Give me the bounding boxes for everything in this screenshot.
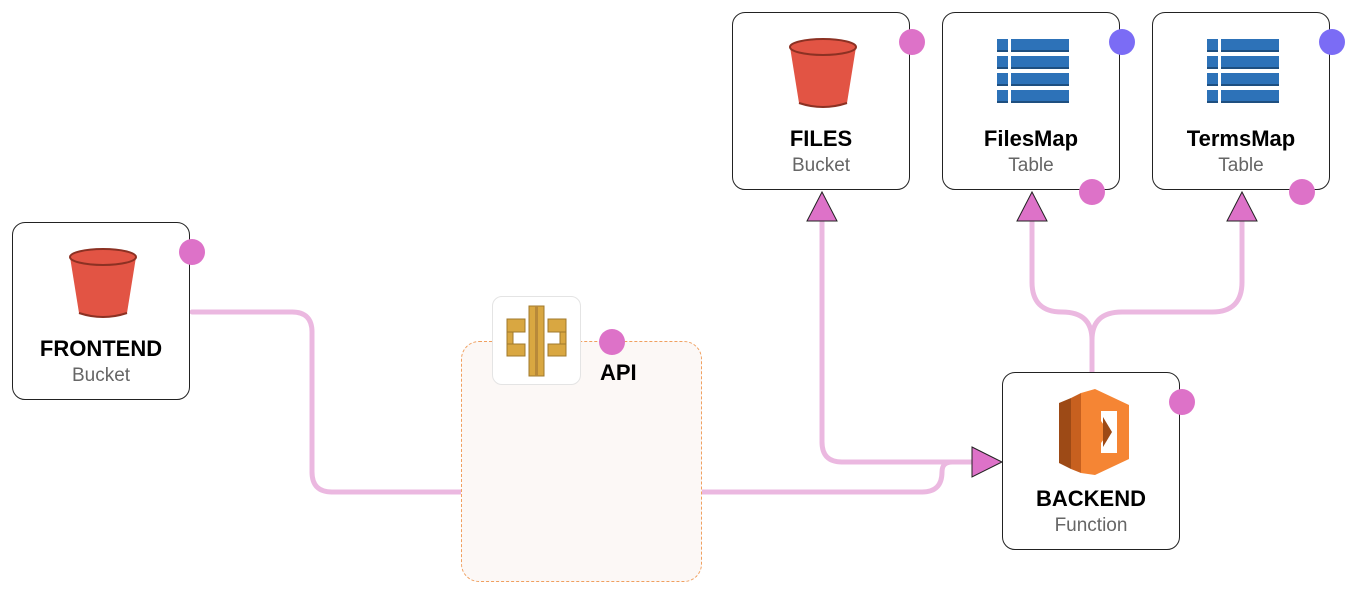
s3-bucket-icon xyxy=(789,38,857,108)
api-gateway-tile[interactable] xyxy=(492,296,581,385)
files-node[interactable]: FILES Bucket xyxy=(732,12,910,190)
filesmap-output-port xyxy=(1079,179,1105,205)
lambda-function-icon xyxy=(1059,389,1129,475)
api-label: API xyxy=(600,360,637,385)
api-gateway-icon xyxy=(506,305,567,377)
edge-backend-to-filesmap xyxy=(1029,217,1095,375)
s3-bucket-icon xyxy=(69,248,137,318)
node-title: FRONTEND xyxy=(39,336,163,361)
backend-node[interactable]: BACKEND Function xyxy=(1002,372,1180,550)
dynamodb-table-icon xyxy=(997,39,1069,103)
filesmap-node[interactable]: FilesMap Table xyxy=(942,12,1120,190)
filesmap-stream-port xyxy=(1109,29,1135,55)
termsmap-stream-port xyxy=(1319,29,1345,55)
api-output-port xyxy=(599,329,625,355)
termsmap-node[interactable]: TermsMap Table xyxy=(1152,12,1330,190)
arrowhead-into-filesmap xyxy=(1016,190,1048,222)
node-subtitle: Table xyxy=(1218,155,1264,176)
node-subtitle: Bucket xyxy=(71,365,131,386)
node-title: BACKEND xyxy=(1036,486,1146,511)
edge-backend-to-termsmap xyxy=(1089,217,1245,375)
arrowhead-into-termsmap xyxy=(1226,190,1258,222)
node-title: TermsMap xyxy=(1186,126,1296,151)
node-title: FilesMap xyxy=(983,126,1079,151)
dynamodb-table-icon xyxy=(1207,39,1279,103)
node-subtitle: Function xyxy=(1054,515,1128,536)
frontend-output-port xyxy=(179,239,205,265)
files-output-port xyxy=(899,29,925,55)
frontend-node[interactable]: FRONTEND Bucket xyxy=(12,222,190,400)
node-subtitle: Bucket xyxy=(791,155,851,176)
edge-backend-to-files xyxy=(819,217,978,465)
arrowhead-into-files xyxy=(806,190,838,222)
arrowhead-into-backend xyxy=(971,446,1004,478)
node-title: FILES xyxy=(789,126,853,151)
node-subtitle: Table xyxy=(1008,155,1054,176)
edge-frontend-to-backend xyxy=(189,309,978,495)
backend-output-port xyxy=(1169,389,1195,415)
termsmap-output-port xyxy=(1289,179,1315,205)
